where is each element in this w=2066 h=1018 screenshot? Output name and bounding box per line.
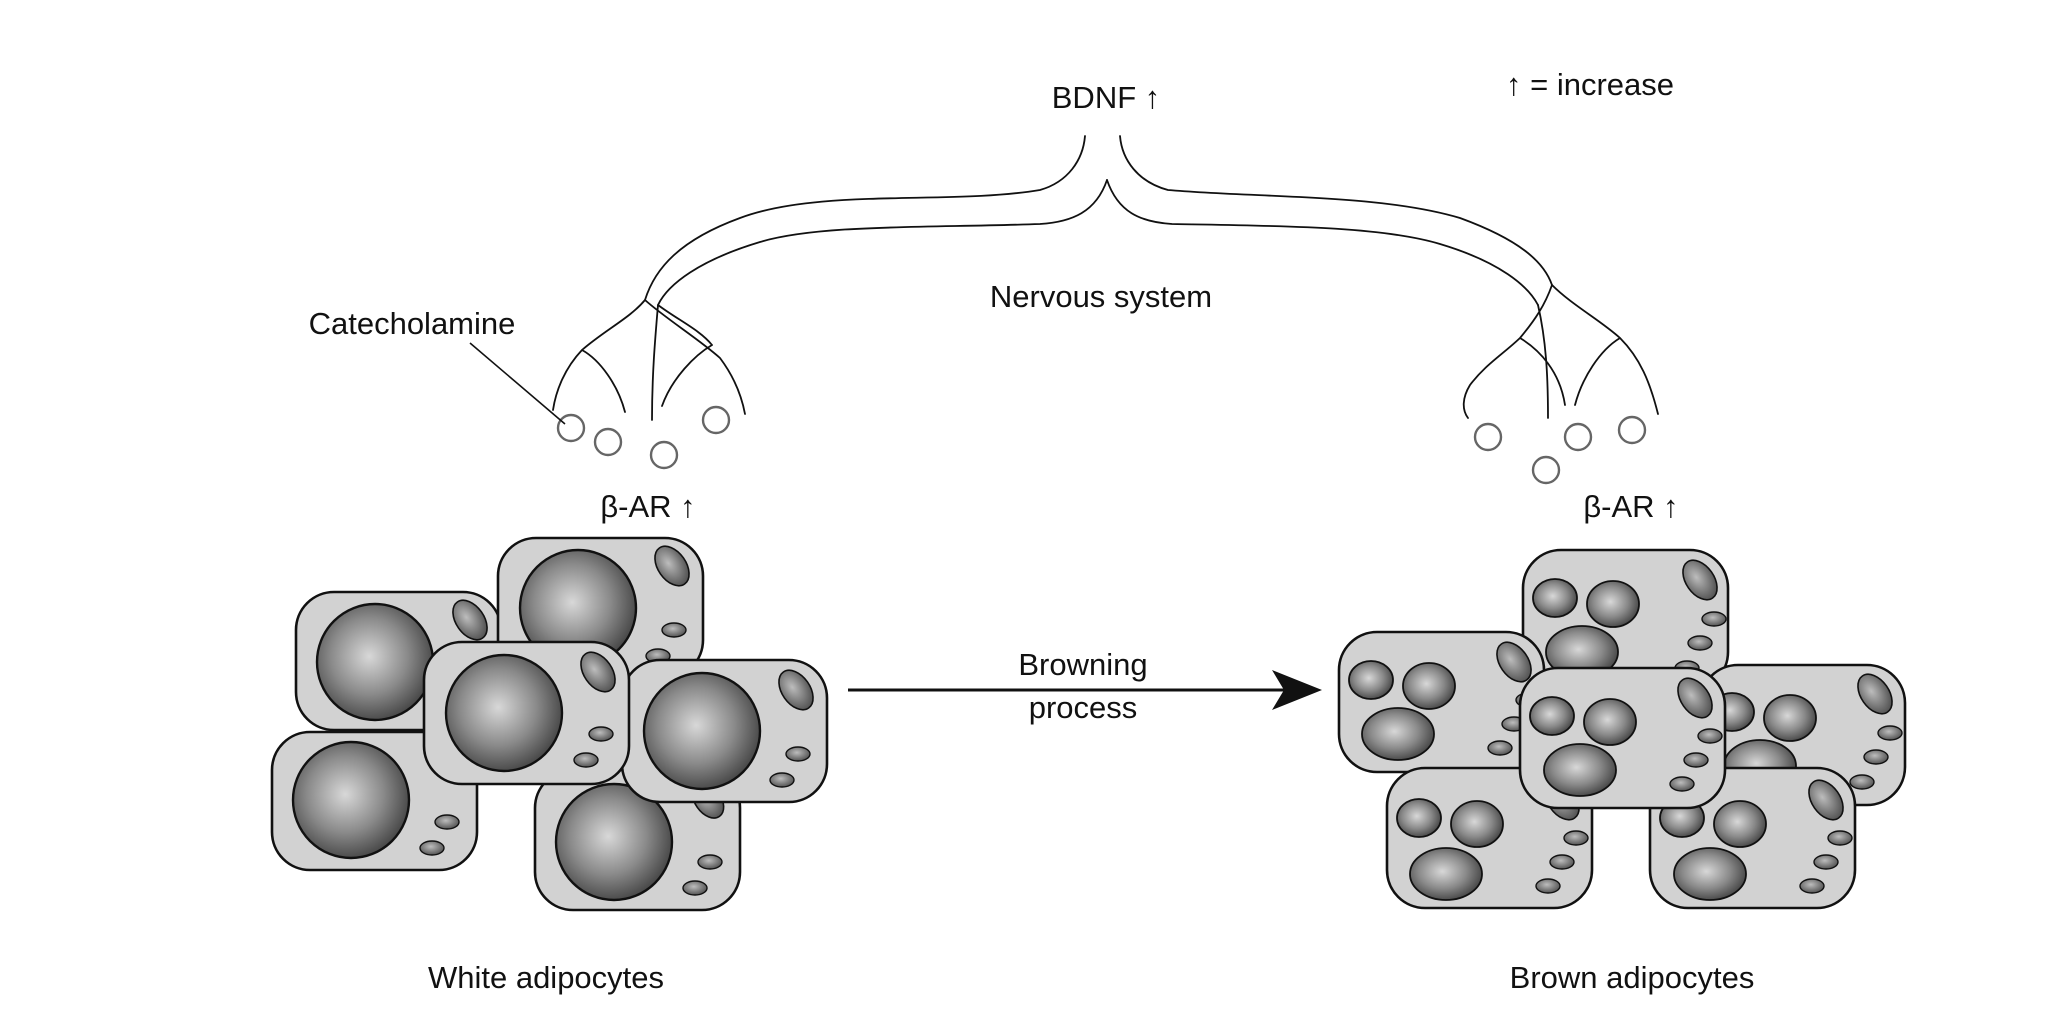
- lipid-droplet: [1348, 660, 1394, 700]
- mitochondrion: [434, 814, 460, 830]
- mitochondrion: [1863, 749, 1889, 765]
- lipid-droplet: [1361, 707, 1435, 761]
- vesicle: [1563, 422, 1593, 452]
- mitochondrion: [1799, 878, 1825, 894]
- beta-ar-left-label: β-AR ↑: [600, 489, 695, 524]
- mitochondrion: [697, 854, 723, 870]
- lipid-droplet: [1529, 696, 1575, 736]
- lipid-droplet: [1402, 662, 1456, 710]
- brown-adipocyte: [1337, 630, 1546, 774]
- mitochondrion: [1849, 774, 1875, 790]
- lipid-droplet: [1543, 743, 1617, 797]
- mitochondrion: [778, 669, 814, 711]
- lipid-droplet: [1396, 798, 1442, 838]
- vesicle: [649, 440, 679, 470]
- nerve-right-terminal: [1462, 284, 1659, 419]
- legend-increase: ↑ = increase: [1506, 67, 1674, 102]
- lipid-droplet: [1532, 578, 1578, 618]
- lipid-droplet: [1586, 580, 1640, 628]
- mitochondrion: [1683, 752, 1709, 768]
- brown-adipocyte: [1518, 666, 1727, 810]
- lipid-droplet: [1450, 800, 1504, 848]
- mitochondrion: [1682, 559, 1718, 601]
- catecholamine-label: Catecholamine: [309, 306, 516, 341]
- mitochondrion: [588, 726, 614, 742]
- catecholamine-vesicles-left: [556, 405, 731, 470]
- mitochondrion: [769, 772, 795, 788]
- lipid-droplet: [444, 653, 564, 773]
- lipid-droplet: [315, 602, 435, 722]
- browning-arrow: [848, 670, 1322, 710]
- mitochondrion: [452, 599, 488, 641]
- lipid-droplet: [291, 740, 411, 860]
- mitochondrion: [1808, 779, 1844, 821]
- mitochondrion: [785, 746, 811, 762]
- nervous-system-fibers: [552, 135, 1659, 421]
- brown-adipocyte: [1521, 548, 1730, 692]
- mitochondrion: [419, 840, 445, 856]
- lipid-droplet: [1763, 694, 1817, 742]
- browning-label-line2: process: [1029, 690, 1138, 725]
- mitochondrion: [1857, 673, 1893, 715]
- mitochondrion: [682, 880, 708, 896]
- nerve-left-terminal: [552, 299, 746, 421]
- lipid-droplet: [1409, 847, 1483, 901]
- catecholamine-leader: [469, 342, 566, 425]
- catecholamine-vesicles-right: [1473, 415, 1647, 485]
- mitochondrion: [573, 752, 599, 768]
- mitochondrion: [1563, 830, 1589, 846]
- nerve-right-inner: [1106, 179, 1539, 306]
- lipid-droplet: [1673, 847, 1747, 901]
- white-adipocyte: [620, 658, 829, 804]
- white-adipocyte: [422, 640, 631, 786]
- mitochondrion: [1827, 830, 1853, 846]
- lipid-droplet: [1583, 698, 1637, 746]
- mitochondrion: [1701, 611, 1727, 627]
- mitochondrion: [1549, 854, 1575, 870]
- nervous-system-label: Nervous system: [990, 279, 1212, 314]
- mitochondrion: [1697, 728, 1723, 744]
- mitochondrion: [661, 622, 687, 638]
- lipid-droplet: [642, 671, 762, 791]
- mitochondrion: [654, 545, 690, 587]
- lipid-droplet: [554, 782, 674, 902]
- arrow-head: [1272, 670, 1322, 710]
- browning-label-line1: Browning: [1018, 647, 1147, 682]
- brown-adipocytes-label: Brown adipocytes: [1510, 960, 1755, 995]
- mitochondrion: [1877, 725, 1903, 741]
- brown-adipocytes-cluster: [1337, 548, 1907, 910]
- beta-ar-right-label: β-AR ↑: [1583, 489, 1678, 524]
- mitochondrion: [1496, 641, 1532, 683]
- nerve-right-outer: [1119, 135, 1553, 286]
- vesicle: [701, 405, 731, 435]
- vesicle: [1531, 455, 1561, 485]
- mitochondrion: [1677, 677, 1713, 719]
- white-adipocytes-cluster: [270, 536, 829, 912]
- nerve-left-outer: [644, 135, 1086, 301]
- mitochondrion: [1687, 635, 1713, 651]
- mitochondrion: [580, 651, 616, 693]
- nerve-left-inner: [657, 179, 1108, 306]
- vesicle: [593, 427, 623, 457]
- mitochondrion: [1813, 854, 1839, 870]
- vesicle: [1473, 422, 1503, 452]
- mitochondrion: [1669, 776, 1695, 792]
- lipid-droplet: [1713, 800, 1767, 848]
- mitochondrion: [1535, 878, 1561, 894]
- vesicle: [556, 413, 586, 443]
- mitochondrion: [1487, 740, 1513, 756]
- bdnf-label: BDNF ↑: [1052, 80, 1161, 115]
- vesicle: [1617, 415, 1647, 445]
- white-adipocytes-label: White adipocytes: [428, 960, 664, 995]
